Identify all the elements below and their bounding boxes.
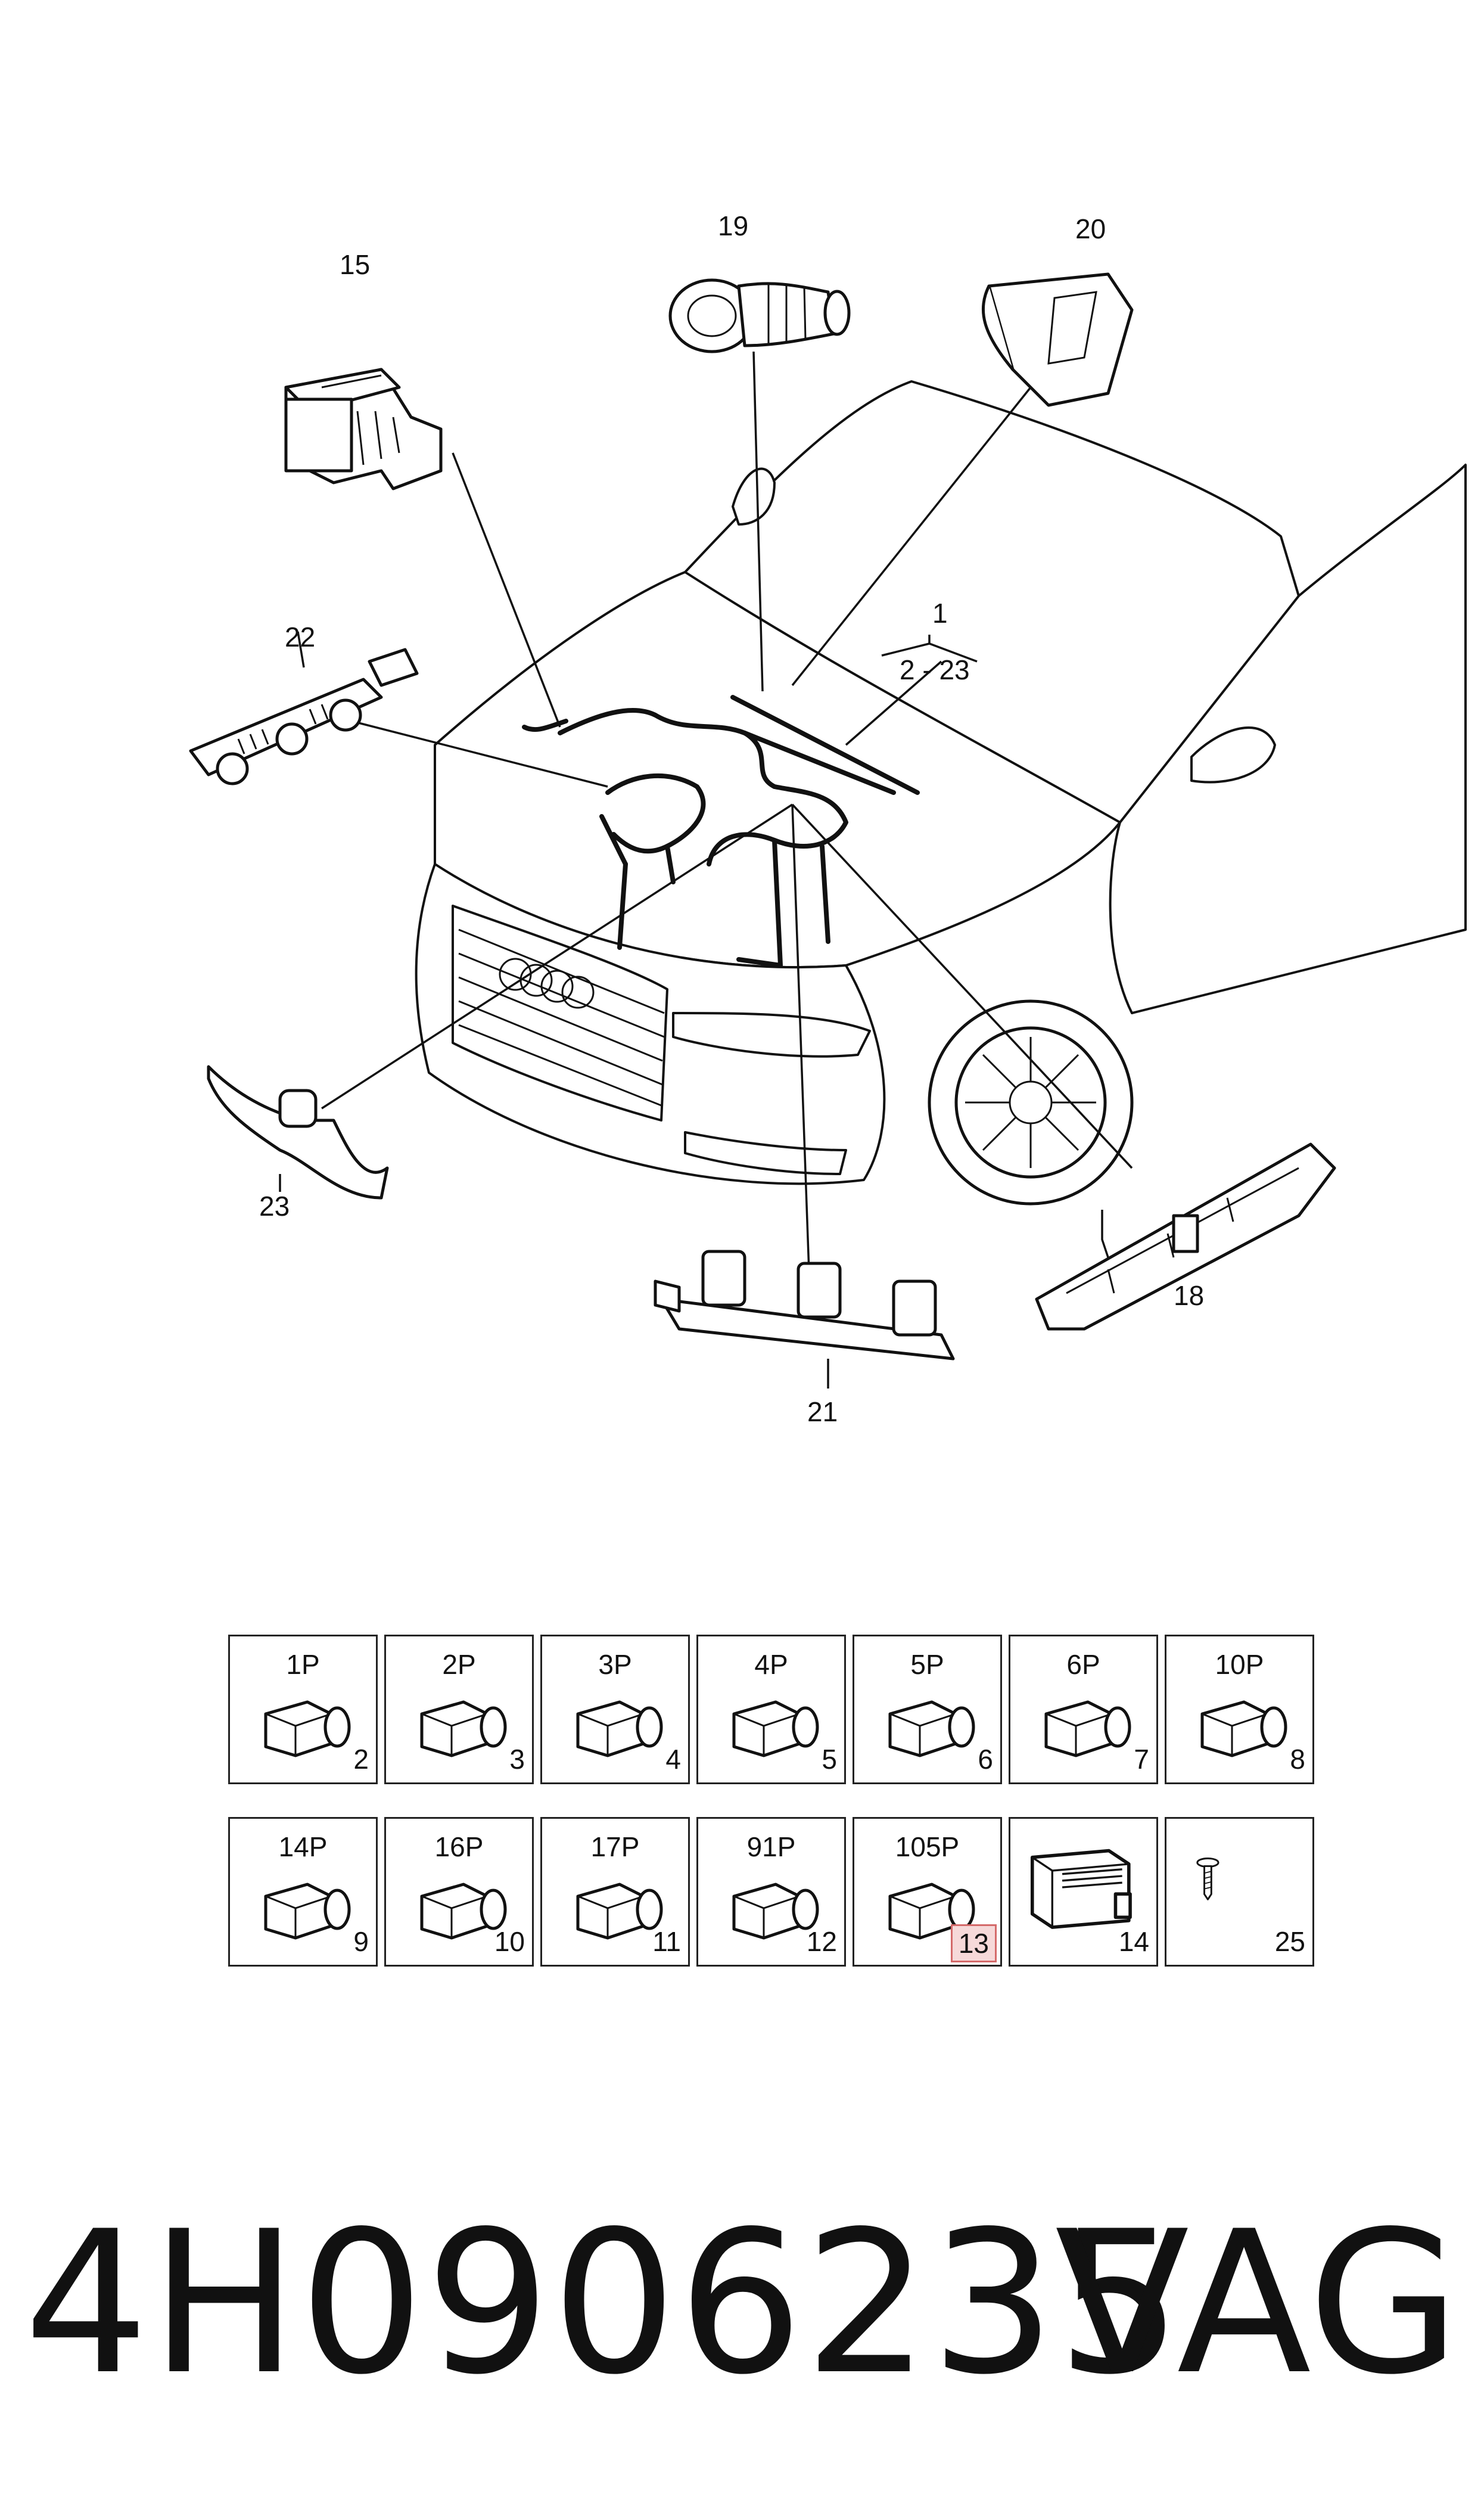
grid-cell-105p[interactable]: 105P 13 (853, 1817, 1002, 1967)
callout-21: 21 (807, 1396, 838, 1427)
connector-code: 4P (754, 1649, 788, 1680)
item-number: 5 (822, 1744, 837, 1775)
connector-plug-icon (420, 1700, 507, 1757)
item-number-highlighted: 13 (950, 1924, 997, 1962)
connector-code: 2P (442, 1649, 476, 1680)
connector-code: 1P (286, 1649, 320, 1680)
item-number: 2 (353, 1744, 369, 1775)
item-number: 3 (509, 1744, 525, 1775)
callout-18: 18 (1174, 1280, 1204, 1311)
connector-plug-icon (888, 1700, 975, 1757)
footer: 4H0906235 VAG (0, 2205, 1484, 2455)
wiring-harness (522, 695, 920, 968)
connector-plug-icon (420, 1883, 507, 1940)
connector-plug-icon (732, 1700, 819, 1757)
item-number: 11 (652, 1926, 681, 1957)
grid-cell-5p[interactable]: 5P 6 (853, 1635, 1002, 1784)
connector-plug-icon (576, 1700, 663, 1757)
grid-cell-91p[interactable]: 91P 12 (696, 1817, 846, 1967)
item-number: 4 (665, 1744, 681, 1775)
part-22-connector-bar (189, 648, 419, 785)
grid-cell-1p[interactable]: 1P 2 (228, 1635, 378, 1784)
item-number: 7 (1134, 1744, 1149, 1775)
item-number: 8 (1290, 1744, 1305, 1775)
brand-name: VAG (1054, 2189, 1460, 2418)
callout-1: 1 (932, 598, 948, 629)
connector-code: 3P (598, 1649, 632, 1680)
screw-icon (1196, 1858, 1219, 1900)
part-15-fuse-relay-box (284, 368, 443, 490)
connector-code: 5P (910, 1649, 944, 1680)
callout-23: 23 (259, 1191, 290, 1222)
connector-plug-icon (264, 1700, 351, 1757)
grid-cell-4p[interactable]: 4P 5 (696, 1635, 846, 1784)
grid-cell-control-unit[interactable]: 14 (1009, 1817, 1158, 1967)
grid-cell-10p[interactable]: 10P 8 (1165, 1635, 1314, 1784)
connector-code: 10P (1215, 1649, 1264, 1680)
part-21-connector-rail (654, 1250, 955, 1361)
connector-plug-icon (1044, 1700, 1131, 1757)
leader-lines (279, 351, 1133, 1389)
connector-code: 105P (895, 1831, 960, 1862)
connector-code: 6P (1066, 1649, 1100, 1680)
connector-code: 91P (746, 1831, 796, 1862)
item-number: 12 (806, 1926, 837, 1957)
connector-plug-icon (264, 1883, 351, 1940)
grid-cell-14p[interactable]: 14P 9 (228, 1817, 378, 1967)
grid-cell-16p[interactable]: 16P 10 (384, 1817, 534, 1967)
item-number: 6 (978, 1744, 993, 1775)
control-unit-icon (1030, 1849, 1132, 1929)
item-number: 14 (1118, 1926, 1149, 1957)
connector-code: 16P (434, 1831, 484, 1862)
exploded-diagram: 15 19 20 1 2 - 23 22 23 18 21 (189, 210, 1467, 1427)
grid-cell-6p[interactable]: 6P 7 (1009, 1635, 1158, 1784)
part-23-clip (207, 1065, 389, 1200)
connector-code: 14P (278, 1831, 328, 1862)
connector-plug-icon (1200, 1700, 1287, 1757)
item-number: 9 (353, 1926, 369, 1957)
callout-22: 22 (285, 622, 315, 653)
callout-15: 15 (340, 249, 370, 280)
item-number: 25 (1274, 1926, 1305, 1957)
grid-cell-3p[interactable]: 3P 4 (540, 1635, 690, 1784)
part-number: 4H0906235 (24, 2189, 1183, 2418)
grid-cell-17p[interactable]: 17P 11 (540, 1817, 690, 1967)
item-number: 10 (494, 1926, 525, 1957)
part-19-grommet (668, 278, 851, 353)
callout-1-range: 2 - 23 (900, 654, 970, 685)
car-illustration (415, 380, 1467, 1206)
connector-plug-icon (732, 1883, 819, 1940)
grid-cell-screw[interactable]: 25 (1165, 1817, 1314, 1967)
part-18-mounting-rail (1035, 1142, 1336, 1331)
callout-20: 20 (1075, 213, 1106, 244)
grid-cell-2p[interactable]: 2P 3 (384, 1635, 534, 1784)
callout-19: 19 (718, 210, 748, 241)
part-20-bracket (981, 272, 1134, 407)
connector-grid: 1P 2 2P 3 3P 4 4P 5 5P 6 6P 7 10P 8 14P … (228, 1635, 1314, 1967)
connector-plug-icon (576, 1883, 663, 1940)
connector-code: 17P (590, 1831, 640, 1862)
